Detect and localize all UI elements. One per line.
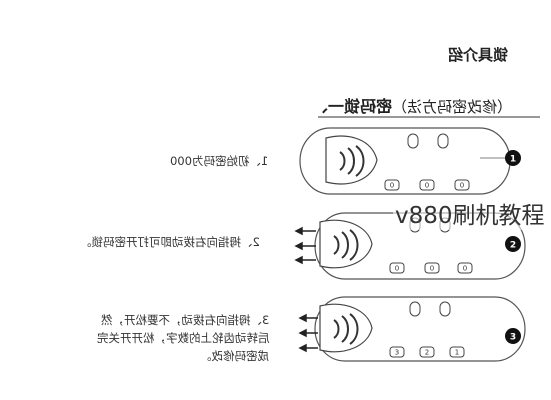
watermark-text: v880刷机教程 bbox=[393, 196, 547, 230]
step-badge-number: 2 bbox=[510, 241, 516, 251]
dial-value: 0 bbox=[425, 182, 429, 190]
dial-value: 3 bbox=[395, 349, 399, 357]
step-badge bbox=[505, 236, 521, 252]
dial-value: 0 bbox=[390, 182, 394, 190]
push-arrows bbox=[294, 226, 316, 265]
dial-value: 0 bbox=[430, 265, 434, 273]
dial-value: 0 bbox=[460, 182, 464, 190]
push-arrows bbox=[298, 313, 318, 353]
lock-3: 3 2 1 3 bbox=[298, 296, 526, 362]
dial-value: 0 bbox=[463, 265, 467, 273]
lock-1: 0 0 0 1 bbox=[299, 127, 521, 195]
dial-value: 2 bbox=[425, 349, 429, 357]
dial-value: 0 bbox=[395, 265, 399, 273]
dial-value: 1 bbox=[455, 349, 459, 357]
step-badge-number: 3 bbox=[510, 333, 516, 343]
step-badge bbox=[505, 150, 521, 166]
step-badge bbox=[505, 328, 521, 344]
step-badge-number: 1 bbox=[510, 155, 516, 165]
